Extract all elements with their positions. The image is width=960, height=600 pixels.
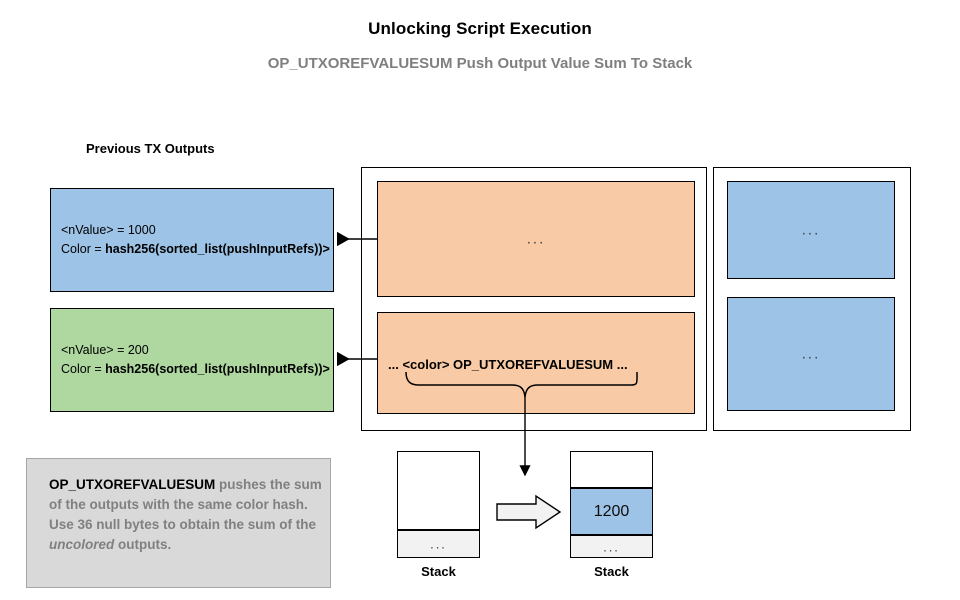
previous-tx-outputs-label: Previous TX Outputs xyxy=(86,141,215,156)
stack-before-cell-1-value: ... xyxy=(430,536,447,552)
previous-output-1-color-hash: hash256(sorted_list(pushInputRefs))> xyxy=(105,242,330,256)
stack-before-cell-1: ... xyxy=(397,530,480,558)
previous-output-1-nvalue: <nValue> = 1000 xyxy=(61,223,156,237)
previous-output-1-text: <nValue> = 1000 Color = hash256(sorted_l… xyxy=(61,221,330,259)
previous-output-box-1: <nValue> = 1000 Color = hash256(sorted_l… xyxy=(50,188,334,292)
stack-before-cell-0 xyxy=(397,451,480,530)
script-box-top: ... xyxy=(377,181,695,297)
stack-after-cell-0 xyxy=(570,451,653,488)
stack-before-label: Stack xyxy=(421,564,456,579)
description-emphasis: uncolored xyxy=(49,537,115,552)
stack-transition-arrow xyxy=(496,494,562,530)
previous-output-2-nvalue: <nValue> = 200 xyxy=(61,343,149,357)
description-part-1: pushes the sum of the outputs with the s… xyxy=(49,477,322,532)
description-opcode: OP_UTXOREFVALUESUM xyxy=(49,477,216,492)
output-box-bottom-ellipsis: ... xyxy=(801,345,821,363)
stack-after-cell-1: 1200 xyxy=(570,488,653,535)
stack-after-cell-1-value: 1200 xyxy=(593,502,630,520)
description-part-2: outputs. xyxy=(114,537,172,552)
previous-output-1-color-prefix: Color = xyxy=(61,242,106,256)
description-text: OP_UTXOREFVALUESUM pushes the sum of the… xyxy=(49,475,327,555)
output-box-top-ellipsis: ... xyxy=(801,221,821,239)
previous-output-2-color-hash: hash256(sorted_list(pushInputRefs))> xyxy=(105,362,330,376)
output-box-top: ... xyxy=(727,181,895,279)
description-box: OP_UTXOREFVALUESUM pushes the sum of the… xyxy=(26,458,331,588)
script-box-bottom: ... <color> OP_UTXOREFVALUESUM ... xyxy=(377,312,695,414)
stack-after-label: Stack xyxy=(594,564,629,579)
page-subtitle: OP_UTXOREFVALUESUM Push Output Value Sum… xyxy=(267,55,693,72)
previous-output-2-text: <nValue> = 200 Color = hash256(sorted_li… xyxy=(61,341,330,379)
page-title: Unlocking Script Execution xyxy=(368,19,592,38)
stack-after-cell-2-value: ... xyxy=(603,539,620,554)
stack-after-cell-2: ... xyxy=(570,535,653,558)
previous-output-2-color-prefix: Color = xyxy=(61,362,106,376)
output-box-bottom: ... xyxy=(727,297,895,411)
script-opcode-line: ... <color> OP_UTXOREFVALUESUM ... xyxy=(388,357,628,372)
script-box-top-ellipsis: ... xyxy=(526,230,546,248)
previous-output-box-2: <nValue> = 200 Color = hash256(sorted_li… xyxy=(50,308,334,412)
